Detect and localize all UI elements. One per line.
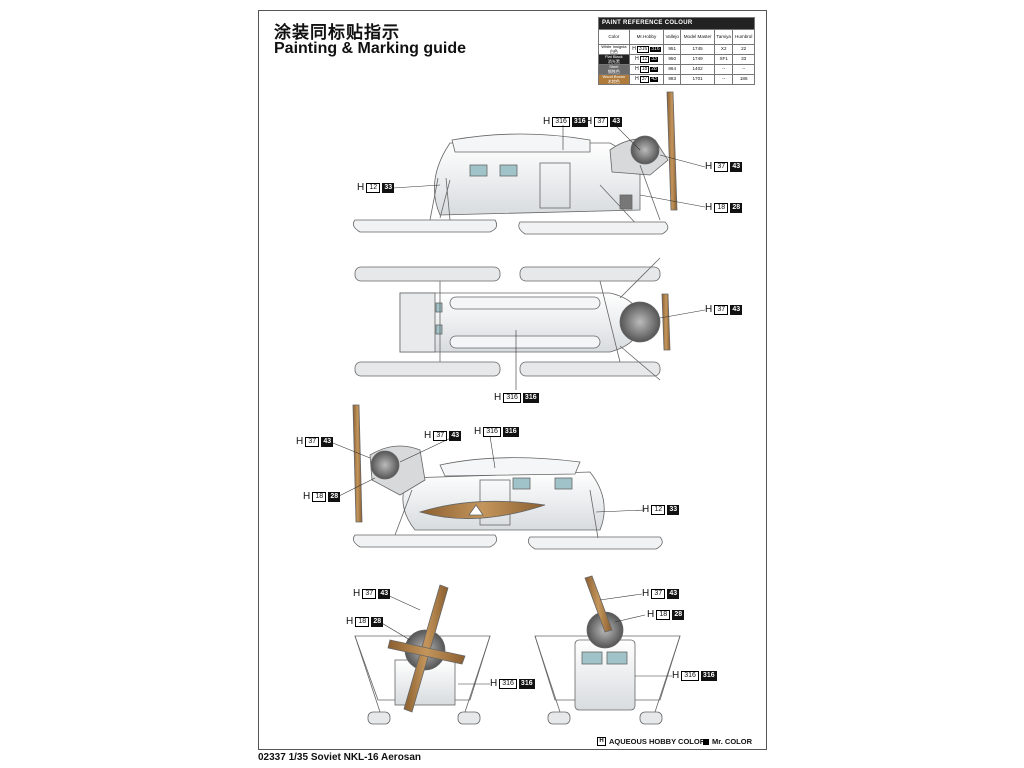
rear-view (534, 575, 681, 725)
aqueous-label: AQUEOUS HOBBY COLOR (609, 737, 706, 746)
title-chinese: 涂装同标贴指示 (274, 23, 400, 43)
front-view (354, 584, 491, 725)
paint-humbrol-cell: 186 (732, 74, 755, 85)
aqueous-symbol: H (597, 737, 606, 746)
paint-tamiya-cell: -- (714, 74, 734, 85)
side-view-left (352, 404, 663, 550)
legend-aqueous: H AQUEOUS HOBBY COLOR (597, 737, 705, 746)
callout-leader-lines (327, 124, 706, 685)
title-english: Painting & Marking guide (274, 40, 467, 57)
instruction-sheet (258, 10, 767, 750)
paint-reference-table: PAINT REFERENCE COLOUR Color Mr.Hobby Va… (598, 17, 755, 85)
footer-title: 02337 1/35 Soviet NKL-16 Aerosan (258, 752, 422, 763)
legend-mr-color: Mr. COLOR (703, 737, 752, 746)
mr-color-square-icon (703, 738, 709, 745)
mr-color-label: Mr. COLOR (712, 737, 753, 746)
side-view-right (352, 91, 678, 235)
top-view (354, 257, 671, 381)
paint-vallejo-cell: 983 (663, 74, 682, 85)
